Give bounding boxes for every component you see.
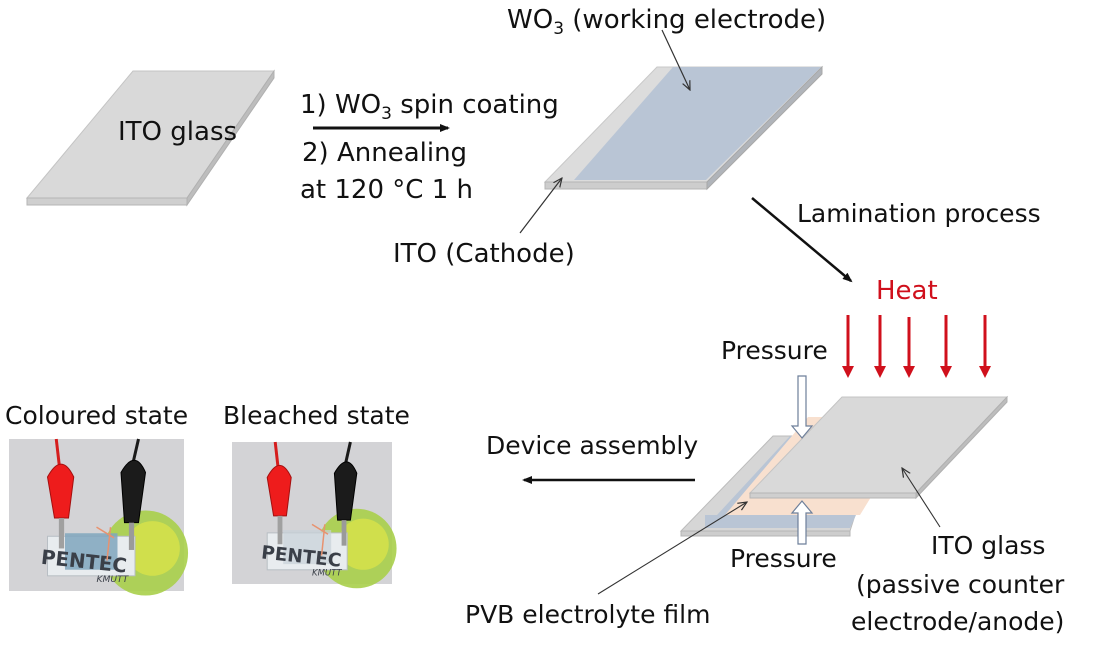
- copper-wire: [96, 526, 115, 561]
- pressure-bottom-label: Pressure: [730, 544, 837, 573]
- coloured-state-label: Coloured state: [5, 401, 188, 430]
- lamination-arrow: [751, 197, 853, 283]
- process-step-2-label: 2) Annealing: [302, 138, 467, 168]
- coated-glass-side-edge: [706, 65, 823, 191]
- heat-arrow-head: [979, 366, 991, 378]
- bottom-wo3-front: [705, 515, 856, 528]
- pvb-pointer: [597, 502, 747, 595]
- pvb-label: PVB electrolyte film: [465, 600, 710, 629]
- red-alligator-clip: [266, 464, 292, 517]
- wo3-coated-substrate: [543, 65, 824, 191]
- pressure-arrow-down: [790, 375, 814, 439]
- ito-glass-anode-label-3: electrode/anode): [851, 607, 1064, 636]
- lamination-label: Lamination process: [797, 199, 1041, 228]
- logo-globe-highlight: [125, 521, 180, 576]
- wo3-layer: [574, 67, 821, 180]
- bleached-state-label: Bleached state: [223, 401, 410, 430]
- top-ito-glass-front-edge: [749, 492, 917, 499]
- copper-wire: [311, 523, 329, 556]
- coated-glass-front-edge: [544, 181, 708, 190]
- substrate-front-edge: [26, 197, 188, 206]
- ito-cathode-label: ITO (Cathode): [393, 239, 575, 269]
- laminated-device: [679, 395, 1009, 537]
- black-alligator-clip: [333, 461, 358, 521]
- heat-arrow-head: [903, 366, 915, 378]
- logo-subtext: KMUTT: [97, 575, 130, 585]
- ito-glass-pointer: [902, 468, 941, 528]
- logo-subtext: KMUTT: [312, 568, 342, 578]
- heat-arrow-head: [874, 366, 886, 378]
- ito-glass-anode-label-1: ITO glass: [931, 531, 1045, 560]
- red-alligator-clip: [46, 463, 75, 519]
- heat-arrow-head: [940, 366, 952, 378]
- wo3-pointer: [661, 29, 690, 90]
- process-step-1-label: 1) WO3 spin coating: [300, 90, 559, 124]
- heat-arrows: [842, 315, 991, 378]
- red-clip-tip: [277, 515, 283, 545]
- substrate-side-edge: [186, 69, 275, 207]
- heat-label: Heat: [876, 276, 938, 306]
- black-alligator-clip: [120, 459, 147, 524]
- device-assembly-label: Device assembly: [486, 431, 698, 460]
- red-clip-tip: [58, 518, 65, 549]
- ito-cathode-pointer: [519, 178, 562, 234]
- bottom-glass-front-edge: [680, 530, 851, 537]
- pressure-arrow-up: [790, 500, 814, 545]
- black-clip-tip: [341, 520, 347, 546]
- top-ito-glass-side-edge: [915, 395, 1008, 500]
- black-clip-tip: [128, 522, 135, 550]
- logo-globe-highlight: [337, 518, 389, 570]
- ito-glass-anode-label-2: (passive counter: [856, 570, 1065, 599]
- substrate-label: ITO glass: [118, 117, 237, 147]
- pressure-top-label: Pressure: [721, 336, 828, 365]
- process-step-2-condition: at 120 °C 1 h: [300, 175, 473, 205]
- heat-arrow-head: [842, 366, 854, 378]
- ito-glass-substrate: [25, 69, 275, 207]
- wo3-label: WO3 (working electrode): [507, 5, 826, 39]
